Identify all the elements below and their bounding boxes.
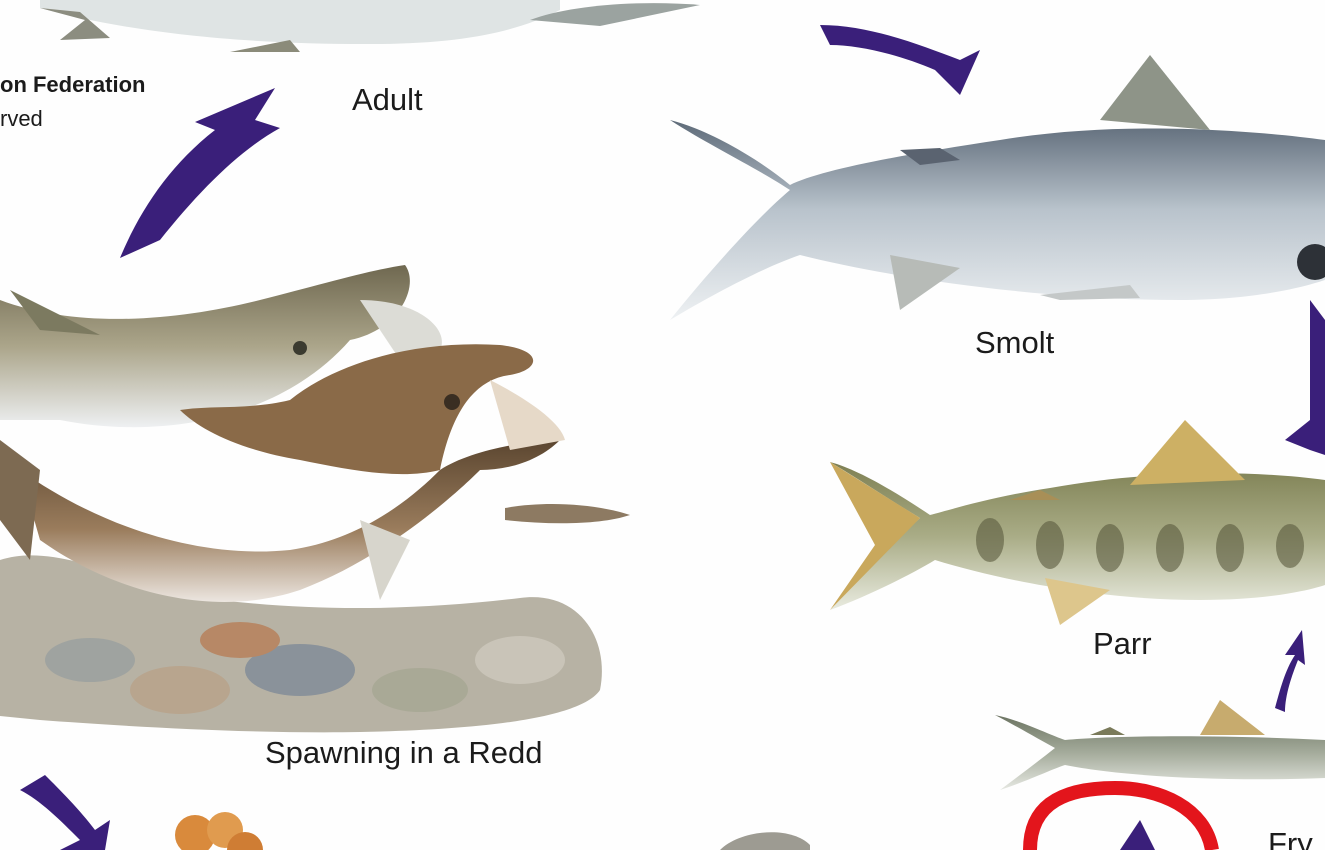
lifecycle-arrow-icon (820, 25, 980, 95)
egg-cluster (175, 812, 263, 850)
lifecycle-arrow-icon (120, 88, 280, 258)
smolt-fish (670, 55, 1325, 320)
label-parr: Parr (1093, 626, 1152, 662)
label-smolt: Smolt (975, 325, 1054, 361)
adult-fish (40, 0, 700, 52)
credit-line-2: rved (0, 106, 43, 132)
label-fry: Fry (1268, 826, 1313, 850)
lifecycle-arrow-icon (1120, 820, 1155, 850)
spawning-salmon-pair (0, 265, 630, 732)
lifecycle-arrow-icon (20, 775, 110, 850)
credit-line-1: on Federation (0, 72, 145, 98)
lifecycle-arrow-icon (1285, 300, 1325, 455)
fry-fish (995, 700, 1325, 790)
label-spawning: Spawning in a Redd (265, 735, 542, 771)
bottom-stone (720, 832, 810, 850)
lifecycle-arrow-icon (1275, 630, 1305, 712)
parr-fish (830, 420, 1325, 625)
label-adult: Adult (352, 82, 423, 118)
red-circle-highlight (1030, 788, 1212, 850)
